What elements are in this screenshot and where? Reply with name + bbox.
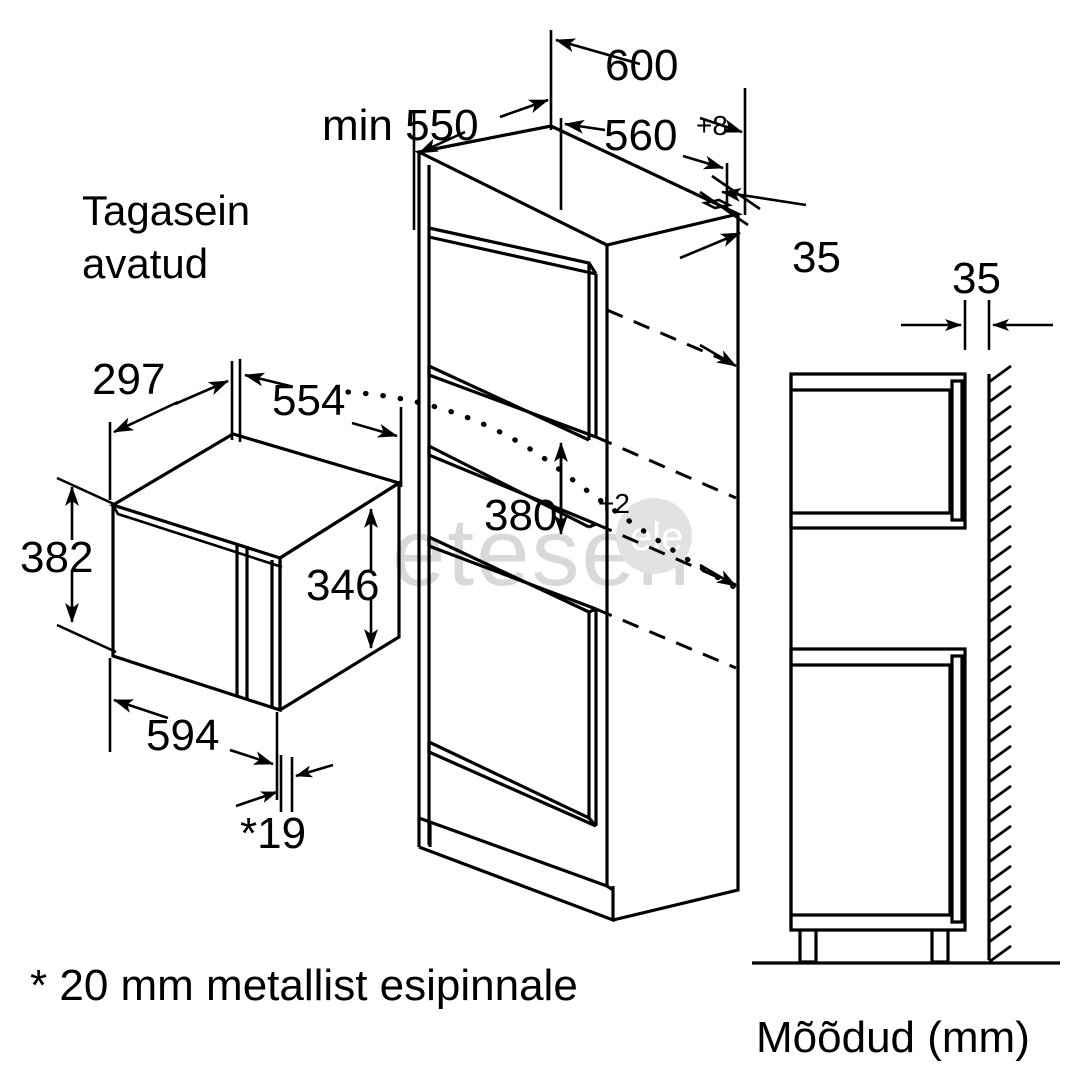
dim-554-label: 554 <box>272 376 345 425</box>
dim-19: *19 <box>235 755 334 858</box>
cabinet-base-right <box>612 843 740 922</box>
dim-min-550: min 550 <box>322 98 549 230</box>
appliance-top-lip <box>111 504 283 569</box>
cabinet-floor-corner <box>587 816 598 828</box>
dim-382-label: 382 <box>20 533 93 582</box>
dim-35-arrow-left <box>721 187 807 207</box>
dim-380: 380 +2 <box>484 442 630 540</box>
dim-35-arrow-right <box>679 231 741 260</box>
watermark-badge-label: ele <box>630 515 683 559</box>
dim-35r-label: 35 <box>952 254 1001 303</box>
dim-560-tol: +8 <box>696 110 728 141</box>
dim-346: 346 <box>306 508 379 649</box>
dim-35-wall-gap: 35 <box>901 254 1053 350</box>
dim-594-arrow-left <box>113 698 169 720</box>
dim-554: 554 <box>238 359 403 487</box>
dim-382: 382 <box>20 476 117 654</box>
side-lower-door <box>950 654 964 924</box>
dim-560: 560 +8 <box>559 110 729 210</box>
dim-600: 600 <box>549 30 747 215</box>
dim-594-label: 594 <box>146 711 219 760</box>
dim-35-label: 35 <box>792 233 841 282</box>
dim-297-label: 297 <box>92 355 165 404</box>
dim-594-arrow-right <box>229 748 274 766</box>
dim-600-label: 600 <box>605 41 678 90</box>
dim-380-label: 380 <box>484 491 557 540</box>
side-upper-door <box>950 379 964 522</box>
rear-opening-arrow-upper <box>699 343 737 368</box>
dim-560-label: 560 <box>604 111 677 160</box>
cabinet-hidden-shelf4a <box>595 607 737 670</box>
appliance-isometric <box>109 432 403 713</box>
dim-554-arrow-left <box>244 372 291 388</box>
watermark-badge <box>616 498 692 574</box>
dim-560-arrow-right <box>682 154 724 170</box>
cabinet-shelf3-top2 <box>428 453 597 526</box>
cabinet-plinth-top <box>429 820 608 888</box>
dim-19-arrow-from-left <box>235 790 278 808</box>
dim-554-arrow-right <box>351 421 398 438</box>
cabinet-shelf2-top2 <box>428 373 597 439</box>
footnote-caption: * 20 mm metallist esipinnale <box>30 961 578 1010</box>
dim-297: 297 <box>92 355 234 500</box>
dim-382-ext-bot <box>56 623 117 654</box>
dim-380-tol: +2 <box>598 488 630 519</box>
side-wall-hatching <box>988 364 1012 964</box>
cabinet-shelf1-corner <box>587 262 598 275</box>
appliance-right-face <box>279 480 401 712</box>
cabinet-isometric <box>414 124 743 923</box>
dim-382-ext-top <box>56 476 117 507</box>
watermark: etesen ele <box>392 498 692 606</box>
side-lower-inner <box>791 663 952 917</box>
dim-600-arrow-left <box>555 38 641 66</box>
dim-594: 594 <box>108 658 279 800</box>
dim-19-label: *19 <box>240 809 306 858</box>
cabinet-shelf3-corner <box>588 522 597 529</box>
cabinet-hidden-shelf3a <box>595 522 737 587</box>
rear-opening-arrow-lower <box>699 563 737 588</box>
dim-560-arrow-left <box>564 119 606 134</box>
side-upper-inner <box>791 388 952 515</box>
dim-550-arrow-left <box>418 130 466 155</box>
dim-346-label: 346 <box>306 561 379 610</box>
back-wall-note-line1: Tagasein <box>82 187 250 234</box>
dim-19-arrow-from-right <box>295 763 334 778</box>
cabinet-hidden-shelf2a <box>595 435 737 500</box>
dim-297-arrow-right <box>174 379 229 406</box>
cabinet-plinth-notch <box>606 884 614 892</box>
dim-35-rear-notch: 35 <box>679 174 841 282</box>
dim-550-arrow-right <box>499 98 549 119</box>
dim-297-arrow-left <box>113 400 179 434</box>
cabinet-shelf4-top2 <box>428 544 597 611</box>
cabinet-shelf1-under2 <box>428 235 597 276</box>
side-elevation <box>752 364 1060 965</box>
dim-600-arrow-right <box>699 116 743 134</box>
dim-550-label: min 550 <box>322 101 479 150</box>
cabinet-floor-front <box>428 750 597 828</box>
back-wall-note-line2: avatud <box>82 240 208 287</box>
units-caption: Mõõdud (mm) <box>756 1013 1030 1062</box>
dim-35-ext-a <box>699 190 749 227</box>
